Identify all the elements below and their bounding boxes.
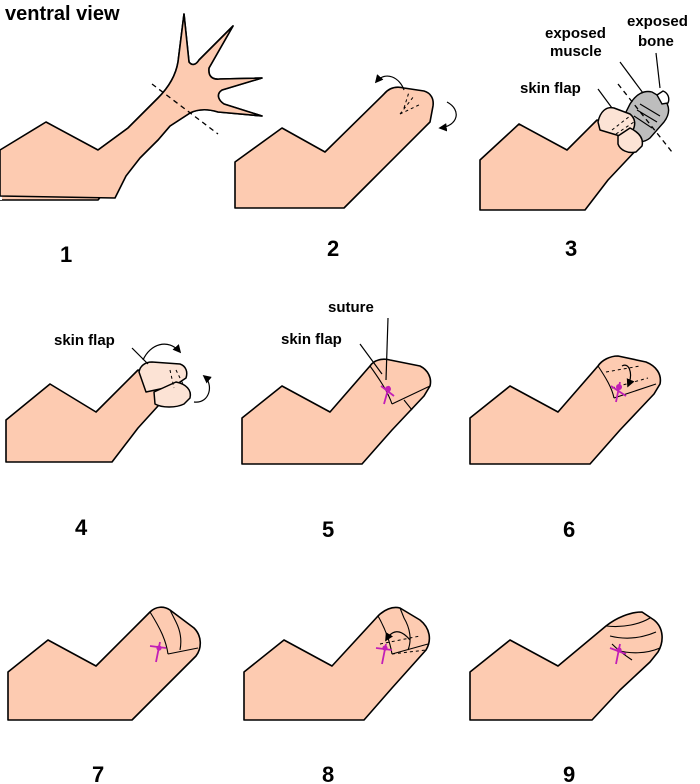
exposed-muscle-label: exposed muscle (545, 25, 610, 60)
limb-body (241, 358, 432, 465)
skin-flap-label: skin flap (281, 331, 342, 348)
step-5-panel: suture skin flap (241, 299, 432, 465)
limb-body (469, 355, 662, 465)
incision-line (151, 83, 219, 135)
step-8-panel (243, 606, 431, 721)
limb-body (234, 86, 434, 209)
fold-arrow-upper (374, 74, 405, 91)
exposed-bone-label: exposed bone (627, 13, 692, 50)
fold-arrow (385, 631, 411, 642)
step-number-7: 7 (92, 762, 104, 784)
skin-flap-label: skin flap (54, 332, 115, 349)
view-title: ventral view (5, 3, 120, 25)
step-4-panel: skin flap (5, 332, 212, 463)
step-9-panel (469, 611, 663, 721)
limb-body (469, 611, 663, 721)
limb-body (243, 606, 431, 721)
suture-label: suture (328, 299, 374, 316)
step-number-9: 9 (563, 762, 575, 784)
step-number-2: 2 (327, 236, 339, 261)
fold-arrow-lower (193, 374, 212, 403)
limb-body (0, 13, 263, 199)
fold-arrow-upper (142, 343, 182, 361)
step-1-panel (0, 13, 263, 201)
flap-outline (399, 91, 422, 115)
skin-flap-lower (617, 127, 644, 154)
step-number-6: 6 (563, 517, 575, 542)
step-2-panel (234, 74, 457, 209)
cut-line (617, 83, 673, 153)
step-number-4: 4 (75, 515, 88, 540)
step-7-panel (7, 606, 202, 721)
step-number-8: 8 (322, 762, 334, 784)
step-3-panel: exposed muscle exposed bone skin flap (479, 13, 692, 211)
skin-flap-lower (153, 381, 192, 408)
skin-flap-label: skin flap (520, 80, 581, 97)
step-number-5: 5 (322, 517, 334, 542)
fold-arrow (621, 364, 635, 388)
exposed-bone (656, 90, 670, 105)
limb-body (7, 606, 202, 721)
fold-arrow-lower (438, 101, 457, 132)
step-number-3: 3 (565, 236, 577, 261)
step-number-1: 1 (60, 242, 72, 267)
step-6-panel (469, 355, 662, 465)
